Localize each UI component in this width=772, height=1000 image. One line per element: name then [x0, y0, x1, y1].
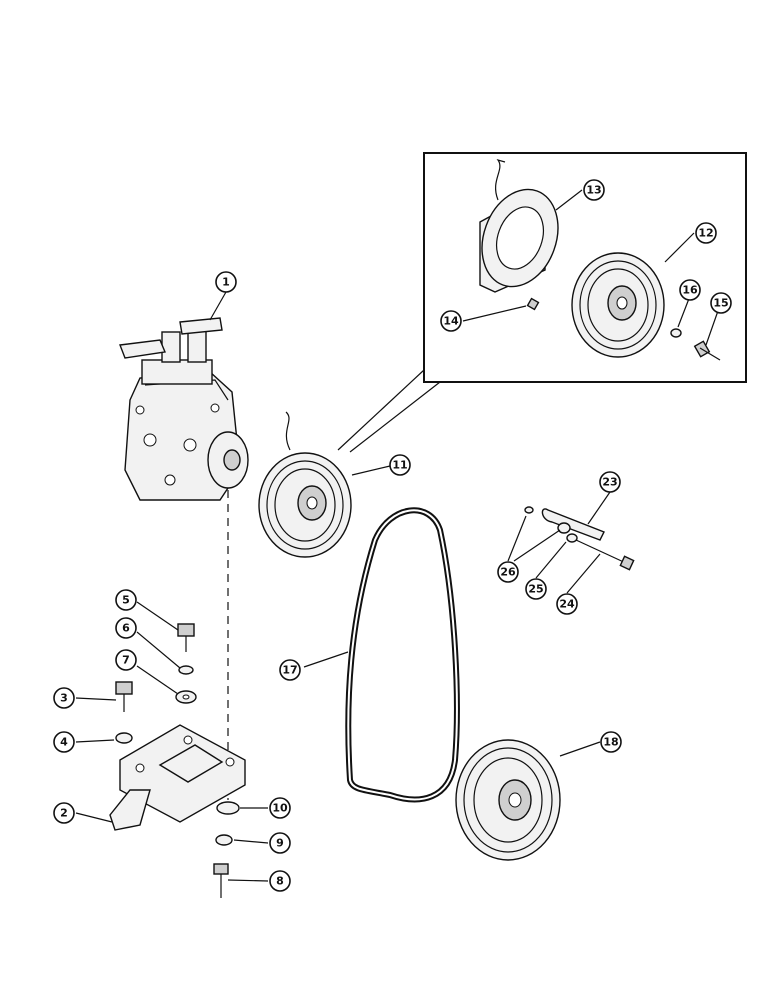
callout-5: 5: [115, 589, 137, 611]
callout-25: 25: [525, 578, 547, 600]
callout-label: 26: [500, 566, 516, 579]
clutch-coil-part: [479, 158, 559, 293]
key-part: [526, 297, 540, 311]
callout-label: 17: [282, 664, 297, 677]
callout-label: 25: [528, 583, 543, 596]
callout-label: 1: [222, 276, 230, 289]
callout-label: 11: [392, 459, 407, 472]
fastener-hardware-part: [115, 623, 240, 898]
callout-13: 13: [583, 179, 605, 201]
callout-label: 13: [586, 184, 601, 197]
callout-label: 9: [276, 837, 284, 850]
drive-belt-part: [345, 507, 460, 803]
bolt-inset-part: [693, 340, 721, 361]
callout-14: 14: [440, 310, 462, 332]
callout-11: 11: [389, 454, 411, 476]
clutch-pulley-part: [258, 411, 352, 558]
callout-17: 17: [279, 659, 301, 681]
callout-7: 7: [115, 649, 137, 671]
callout-label: 5: [122, 594, 130, 607]
compressor-part: [119, 317, 249, 501]
callout-15: 15: [710, 292, 732, 314]
callout-9: 9: [269, 832, 291, 854]
callout-label: 7: [122, 654, 130, 667]
callout-label: 8: [276, 875, 284, 888]
callout-23: 23: [599, 471, 621, 493]
callout-3: 3: [53, 687, 75, 709]
clutch-pulley-inset-part: [571, 252, 665, 358]
callout-10: 10: [269, 797, 291, 819]
callout-label: 23: [602, 476, 617, 489]
crank-pulley-part: [455, 739, 561, 861]
callout-12: 12: [695, 222, 717, 244]
callout-label: 4: [60, 736, 68, 749]
callout-18: 18: [600, 731, 622, 753]
callout-label: 14: [443, 315, 459, 328]
callout-label: 18: [603, 736, 618, 749]
callout-label: 6: [122, 622, 130, 635]
callout-label: 24: [559, 598, 575, 611]
washer-inset-part: [670, 328, 682, 338]
callout-16: 16: [679, 279, 701, 301]
mounting-bracket-part: [109, 724, 246, 831]
callout-26: 26: [497, 561, 519, 583]
callout-8: 8: [269, 870, 291, 892]
leader-lines: [75, 189, 720, 882]
callout-4: 4: [53, 731, 75, 753]
callout-label: 12: [698, 227, 713, 240]
callout-24: 24: [556, 593, 578, 615]
callout-1: 1: [215, 271, 237, 293]
callout-label: 10: [272, 802, 288, 815]
callout-label: 16: [682, 284, 698, 297]
bracket-hardware-part: [524, 506, 635, 571]
callout-label: 2: [60, 807, 68, 820]
callout-label: 15: [713, 297, 728, 310]
callout-2: 2: [53, 802, 75, 824]
callout-6: 6: [115, 617, 137, 639]
callout-label: 3: [60, 692, 68, 705]
